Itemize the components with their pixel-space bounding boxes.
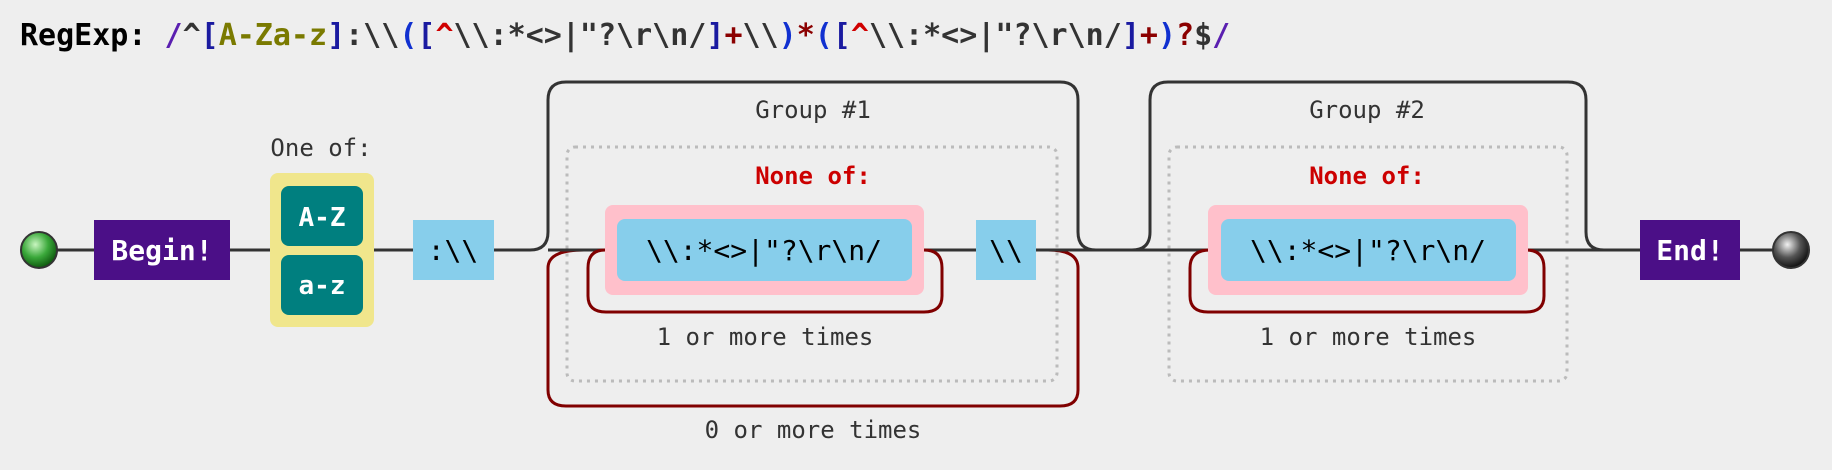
begin-box bbox=[94, 220, 230, 280]
literal-colon-label: :\\ bbox=[428, 234, 479, 267]
one-of-label: One of: bbox=[270, 134, 371, 162]
regexp-plus-1: + bbox=[724, 18, 743, 53]
group2-box bbox=[1167, 145, 1569, 383]
regexp-class-range: A-Za-z bbox=[218, 18, 328, 53]
group1-skip-path bbox=[494, 80, 1150, 252]
none-of-chars-box-1 bbox=[617, 219, 912, 281]
repeat-one-loop-2 bbox=[1188, 248, 1546, 314]
repeat-one-label-1: 1 or more times bbox=[657, 323, 874, 351]
literal-colon-box bbox=[413, 220, 494, 280]
begin-label: Begin! bbox=[111, 234, 212, 267]
group1-box bbox=[565, 145, 1059, 383]
regexp-label: RegExp: bbox=[20, 18, 147, 53]
group1-label: Group #1 bbox=[755, 96, 871, 124]
regexp-question: ? bbox=[1176, 18, 1195, 53]
regexp-group-close-1: ) bbox=[778, 18, 797, 53]
group2-skip-path bbox=[1078, 80, 1640, 252]
repeat-zero-label: 0 or more times bbox=[705, 416, 922, 444]
none-of-chars-box-2 bbox=[1221, 219, 1516, 281]
end-box bbox=[1640, 220, 1740, 280]
range-upper-box bbox=[281, 186, 363, 246]
regexp-slash-open: / bbox=[164, 18, 183, 53]
regexp-plus-2: + bbox=[1139, 18, 1158, 53]
regexp-group-open-1: ( bbox=[399, 18, 418, 53]
regexp-neg-close-2: ] bbox=[1121, 18, 1140, 53]
regexp-anchor-end: $ bbox=[1194, 18, 1213, 53]
repeat-one-label-2: 1 or more times bbox=[1260, 323, 1477, 351]
regexp-neg-close-1: ] bbox=[706, 18, 725, 53]
regexp-neg-body-1: \\:*<>|"?\r\n/ bbox=[453, 18, 707, 53]
regexp-literal-bs: \\ bbox=[742, 18, 779, 53]
range-lower-box bbox=[281, 255, 363, 315]
regexp-class-open: [ bbox=[200, 18, 219, 53]
regexp-caret-1: ^ bbox=[435, 18, 454, 53]
literal-bs-box bbox=[976, 220, 1036, 280]
regexp-neg-body-2: \\:*<>|"?\r\n/ bbox=[868, 18, 1122, 53]
regexp-anchor-start: ^ bbox=[182, 18, 201, 53]
regexp-caret-2: ^ bbox=[850, 18, 869, 53]
none-of-label-2: None of: bbox=[1309, 162, 1425, 190]
range-upper-label: A-Z bbox=[299, 203, 346, 233]
repeat-zero-loop bbox=[546, 248, 1080, 408]
literal-bs-label: \\ bbox=[989, 234, 1023, 267]
regexp-group-close-2: ) bbox=[1157, 18, 1176, 53]
end-label: End! bbox=[1656, 234, 1723, 267]
regexp-star: * bbox=[796, 18, 815, 53]
regexp-slash-close: / bbox=[1212, 18, 1231, 53]
range-lower-label: a-z bbox=[299, 271, 346, 301]
regexp-class-close: ] bbox=[327, 18, 346, 53]
end-node-icon bbox=[1772, 231, 1810, 269]
regexp-literal-colon: :\\ bbox=[345, 18, 400, 53]
repeat-one-loop-1 bbox=[586, 248, 944, 314]
regexp-group-open-2: ( bbox=[814, 18, 833, 53]
none-of-chars-2: \\:*<>|"?\r\n/ bbox=[1250, 234, 1486, 267]
start-node-icon bbox=[20, 231, 58, 269]
none-of-label-1: None of: bbox=[755, 162, 871, 190]
group2-label: Group #2 bbox=[1309, 96, 1425, 124]
regexp-neg-open-2: [ bbox=[832, 18, 851, 53]
none-of-chars-1: \\:*<>|"?\r\n/ bbox=[646, 234, 882, 267]
regexp-neg-open-1: [ bbox=[417, 18, 436, 53]
regexp-source: RegExp: /^[A-Za-z]:\\([^\\:*<>|"?\r\n/]+… bbox=[20, 18, 1230, 53]
